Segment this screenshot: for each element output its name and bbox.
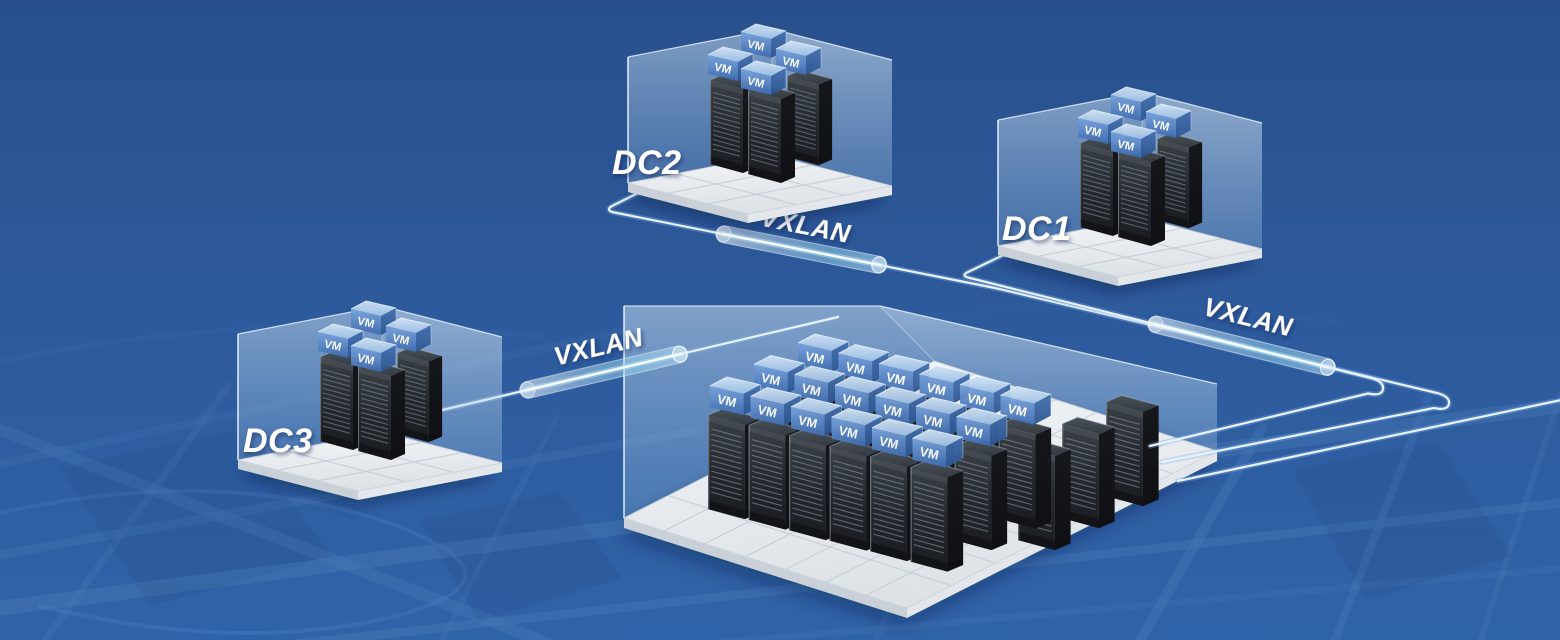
vm-label: VM bbox=[391, 332, 410, 347]
vm-cube: VM bbox=[912, 429, 964, 468]
vm-cube: VM bbox=[959, 375, 1011, 415]
vm-label: VM bbox=[1006, 401, 1028, 420]
vm-label: VM bbox=[878, 433, 900, 452]
server-rack bbox=[747, 83, 796, 183]
vm-label: VM bbox=[746, 38, 765, 53]
dc2-label: DC2 bbox=[612, 144, 682, 182]
vm-label: VM bbox=[962, 422, 984, 441]
datacenter-core: VM VM VM VM VM VM VM VM VM VM VM VM VM VM VM VM VM VM bbox=[620, 305, 1219, 623]
vm-cube: VM bbox=[350, 300, 397, 335]
vxlan-tunnel-dc1-core bbox=[1147, 315, 1337, 377]
vm-cube: VM bbox=[740, 60, 787, 95]
vm-label: VM bbox=[925, 380, 947, 399]
vm-label: VM bbox=[804, 348, 826, 367]
vm-cube: VM bbox=[797, 333, 849, 373]
vm-label: VM bbox=[716, 391, 738, 410]
connection-line-offscreen-core bbox=[1175, 397, 1560, 484]
platform bbox=[234, 431, 503, 505]
vm-label: VM bbox=[756, 402, 778, 421]
datacenter-dc2: VM VM VM VM bbox=[624, 23, 893, 228]
vm-label: VM bbox=[1116, 138, 1135, 153]
vm-label: VM bbox=[918, 444, 940, 463]
vm-label: VM bbox=[1151, 118, 1170, 133]
vm-label: VM bbox=[966, 390, 988, 409]
vm-cube: VM bbox=[871, 418, 923, 458]
connection-line-dc1-core bbox=[961, 246, 1386, 449]
vm-cube: VM bbox=[919, 365, 971, 404]
vm-cube: VM bbox=[350, 337, 397, 372]
dc3-label: DC3 bbox=[243, 422, 313, 460]
datacenter-dc3: VM VM VM VM bbox=[234, 300, 503, 505]
vm-label: VM bbox=[1116, 101, 1135, 116]
vm-label: VM bbox=[800, 380, 822, 399]
vm-cube: VM bbox=[753, 355, 805, 394]
vm-cube: VM bbox=[709, 376, 761, 416]
vm-cube: VM bbox=[740, 23, 787, 58]
server-rack bbox=[1117, 146, 1166, 246]
vxlan-tunnel-dc2-core bbox=[715, 225, 888, 274]
vm-label: VM bbox=[837, 423, 859, 442]
server-rack bbox=[1061, 416, 1115, 529]
vxlan-tunnel-dc3-core bbox=[519, 345, 689, 399]
server-rack bbox=[954, 438, 1008, 551]
server-rack bbox=[1105, 394, 1159, 507]
vm-cube: VM bbox=[956, 407, 1008, 447]
vm-label: VM bbox=[844, 359, 866, 378]
vm-label: VM bbox=[746, 75, 765, 90]
datacenter-dc1: VM VM VM VM bbox=[994, 86, 1263, 291]
server-rack bbox=[910, 460, 964, 572]
vm-label: VM bbox=[885, 369, 907, 388]
vm-label: VM bbox=[922, 412, 944, 431]
vm-cube: VM bbox=[1000, 386, 1052, 425]
vm-label: VM bbox=[781, 55, 800, 70]
dc1-label: DC1 bbox=[1002, 210, 1072, 248]
network-links: VXLAN VXLAN VXLAN bbox=[435, 186, 1560, 484]
vm-label: VM bbox=[841, 391, 863, 410]
vm-label: VM bbox=[323, 338, 342, 353]
vm-label: VM bbox=[797, 412, 819, 431]
vm-cube: VM bbox=[1110, 86, 1157, 121]
vm-label: VM bbox=[881, 401, 903, 420]
platform bbox=[624, 154, 893, 228]
vm-label: VM bbox=[356, 315, 375, 330]
connection-line-dc2-core bbox=[606, 186, 1452, 465]
vm-label: VM bbox=[1083, 124, 1102, 139]
vm-cube: VM bbox=[1110, 123, 1157, 158]
vm-label: VM bbox=[713, 61, 732, 76]
vm-label: VM bbox=[356, 352, 375, 367]
server-rack bbox=[357, 360, 406, 460]
vm-label: VM bbox=[760, 370, 782, 389]
